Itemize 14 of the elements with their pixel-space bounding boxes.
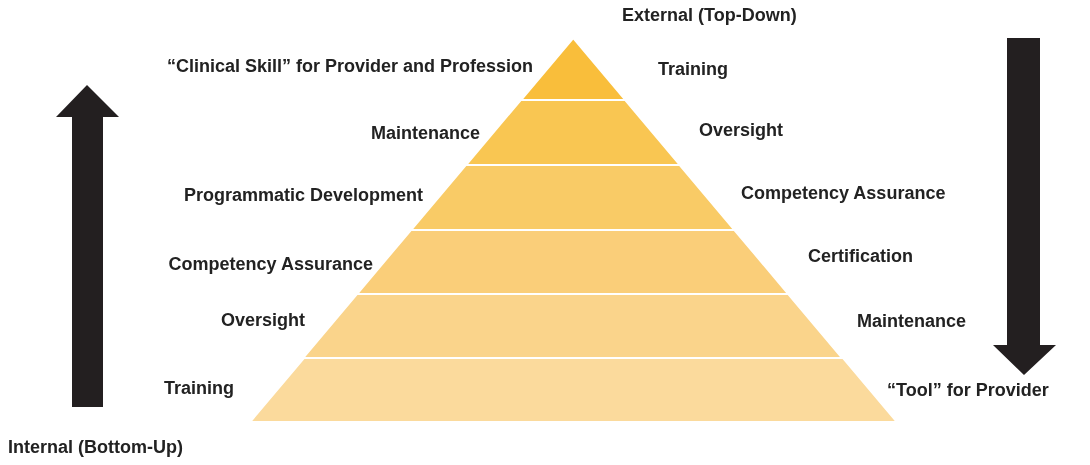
layer-label: Training: [658, 60, 728, 78]
layer-label: “Clinical Skill” for Provider and Profession: [166, 57, 533, 75]
layer-label: Training: [164, 379, 234, 397]
layer-label: Programmatic Development: [183, 186, 423, 204]
layer-label: Oversight: [699, 121, 784, 139]
layer-label: Maintenance: [857, 312, 967, 330]
layer-label: Competency Assurance: [168, 255, 373, 273]
layer-label: Oversight: [220, 311, 305, 329]
layer-label: Competency Assurance: [741, 184, 946, 202]
direction-caption: Internal (Bottom-Up): [8, 438, 183, 456]
layer-label: “Tool” for Provider: [887, 381, 1049, 399]
layer-label: Certification: [808, 247, 913, 265]
layer-label: Maintenance: [370, 124, 480, 142]
direction-caption: External (Top-Down): [622, 6, 797, 24]
